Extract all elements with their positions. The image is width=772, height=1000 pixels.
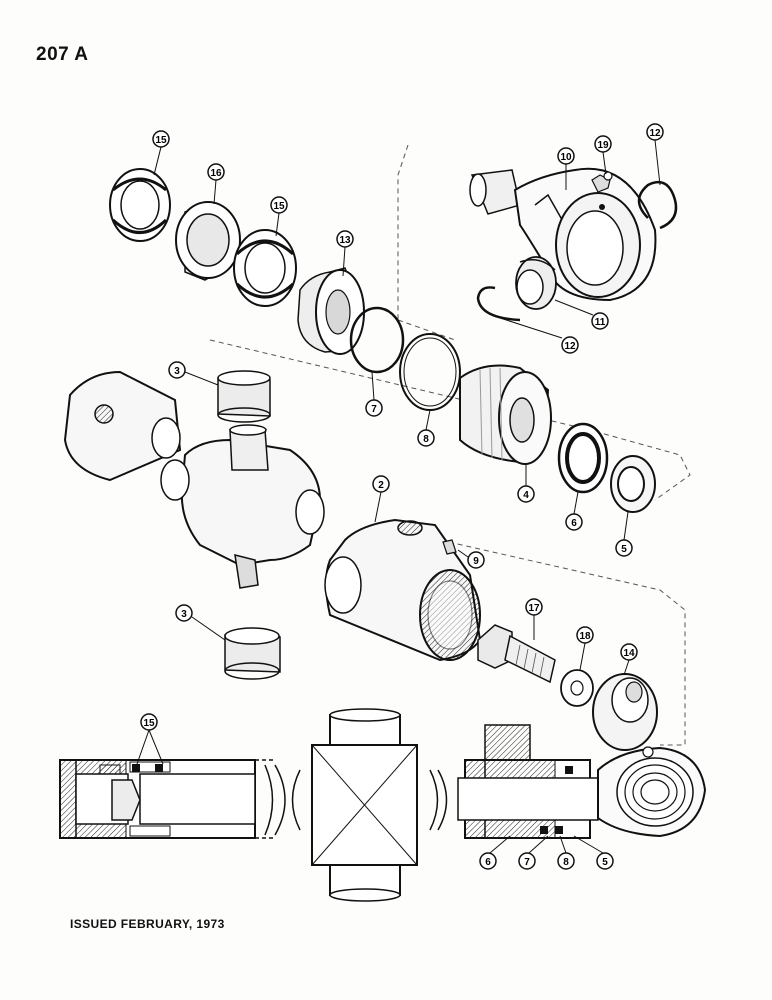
svg-text:16: 16 bbox=[210, 168, 222, 179]
svg-text:15: 15 bbox=[155, 135, 167, 146]
callout-15-wiper-b: 15 bbox=[270, 196, 288, 214]
snap-ring-12a bbox=[637, 180, 678, 230]
callout-8-section: 8 bbox=[557, 852, 575, 870]
svg-text:6: 6 bbox=[571, 518, 577, 529]
callout-8-backup-ring: 8 bbox=[417, 429, 435, 447]
svg-text:13: 13 bbox=[339, 235, 351, 246]
cross-tube-trunnion bbox=[160, 424, 325, 589]
callout-7-section: 7 bbox=[518, 852, 536, 870]
svg-text:2: 2 bbox=[378, 480, 384, 491]
page-number: 207 A bbox=[36, 44, 89, 65]
svg-text:12: 12 bbox=[564, 341, 576, 352]
callout-6-seal: 6 bbox=[565, 513, 583, 531]
backup-ring-8 bbox=[399, 333, 461, 411]
callout-6-section: 6 bbox=[479, 852, 497, 870]
wiper-seal-15 bbox=[109, 168, 171, 242]
rod-end-10 bbox=[469, 167, 657, 302]
washer-18 bbox=[560, 669, 594, 707]
callout-15-section: 15 bbox=[140, 713, 158, 731]
svg-text:8: 8 bbox=[423, 434, 429, 445]
guide-13 bbox=[297, 267, 365, 355]
callout-10-rod-end: 10 bbox=[557, 147, 575, 165]
svg-text:6: 6 bbox=[485, 857, 491, 868]
svg-text:15: 15 bbox=[273, 201, 285, 212]
o-ring-7 bbox=[349, 306, 405, 374]
callout-16-bushing: 16 bbox=[207, 163, 225, 181]
piston-4 bbox=[459, 364, 552, 465]
callouts: 15 16 15 13 10 19 12 12 11 3 7 8 4 6 5 2… bbox=[140, 123, 664, 870]
set-screw-9 bbox=[442, 539, 457, 555]
callout-3-bushing-b: 3 bbox=[175, 604, 193, 622]
bushing-3a bbox=[217, 370, 271, 423]
svg-text:3: 3 bbox=[181, 609, 187, 620]
svg-text:11: 11 bbox=[595, 317, 606, 328]
snap-ring-12b bbox=[476, 286, 521, 322]
svg-text:4: 4 bbox=[523, 490, 529, 501]
svg-text:17: 17 bbox=[528, 603, 540, 614]
callout-12-snap-ring: 12 bbox=[646, 123, 664, 141]
wiper-seal-15b bbox=[233, 229, 297, 307]
svg-text:7: 7 bbox=[371, 404, 377, 415]
svg-text:15: 15 bbox=[143, 718, 155, 729]
svg-text:10: 10 bbox=[560, 152, 572, 163]
barrel-end-housing bbox=[63, 370, 182, 482]
callout-9-set-screw: 9 bbox=[467, 551, 485, 569]
callout-19-grease-fitting: 19 bbox=[594, 135, 612, 153]
svg-text:3: 3 bbox=[174, 366, 180, 377]
cap-14 bbox=[592, 673, 658, 751]
svg-text:5: 5 bbox=[621, 544, 627, 555]
svg-text:9: 9 bbox=[473, 556, 479, 567]
callout-17-bolt: 17 bbox=[525, 598, 543, 616]
svg-text:14: 14 bbox=[623, 648, 635, 659]
callout-7-o-ring: 7 bbox=[365, 399, 383, 417]
barrel-2 bbox=[324, 518, 482, 662]
issue-date: ISSUED FEBRUARY, 1973 bbox=[70, 917, 225, 931]
svg-text:7: 7 bbox=[524, 857, 530, 868]
bushing-3b bbox=[224, 627, 281, 680]
callout-12-snap-ring-b: 12 bbox=[561, 336, 579, 354]
callout-3-bushing: 3 bbox=[168, 361, 186, 379]
svg-text:8: 8 bbox=[563, 857, 569, 868]
seal-6a bbox=[557, 422, 609, 494]
callout-11-ball: 11 bbox=[591, 312, 609, 330]
callout-5-seal: 5 bbox=[615, 539, 633, 557]
callout-14-cap: 14 bbox=[620, 643, 638, 661]
svg-text:19: 19 bbox=[597, 140, 609, 151]
callout-2-barrel: 2 bbox=[372, 475, 390, 493]
callout-18-washer: 18 bbox=[576, 626, 594, 644]
ball-bushing-11 bbox=[515, 256, 557, 310]
seal-5a bbox=[610, 455, 656, 513]
assembled-cross-section bbox=[59, 708, 707, 902]
bolt-17 bbox=[477, 624, 556, 684]
bushing-16 bbox=[175, 201, 241, 281]
callout-13-guide: 13 bbox=[336, 230, 354, 248]
callout-5-section: 5 bbox=[596, 852, 614, 870]
callout-15-wiper: 15 bbox=[152, 130, 170, 148]
svg-text:12: 12 bbox=[649, 128, 661, 139]
svg-text:18: 18 bbox=[579, 631, 591, 642]
assembly-guide-lines bbox=[209, 144, 691, 746]
callout-4-piston: 4 bbox=[517, 485, 535, 503]
leader-lines bbox=[136, 139, 661, 854]
svg-text:5: 5 bbox=[602, 857, 608, 868]
